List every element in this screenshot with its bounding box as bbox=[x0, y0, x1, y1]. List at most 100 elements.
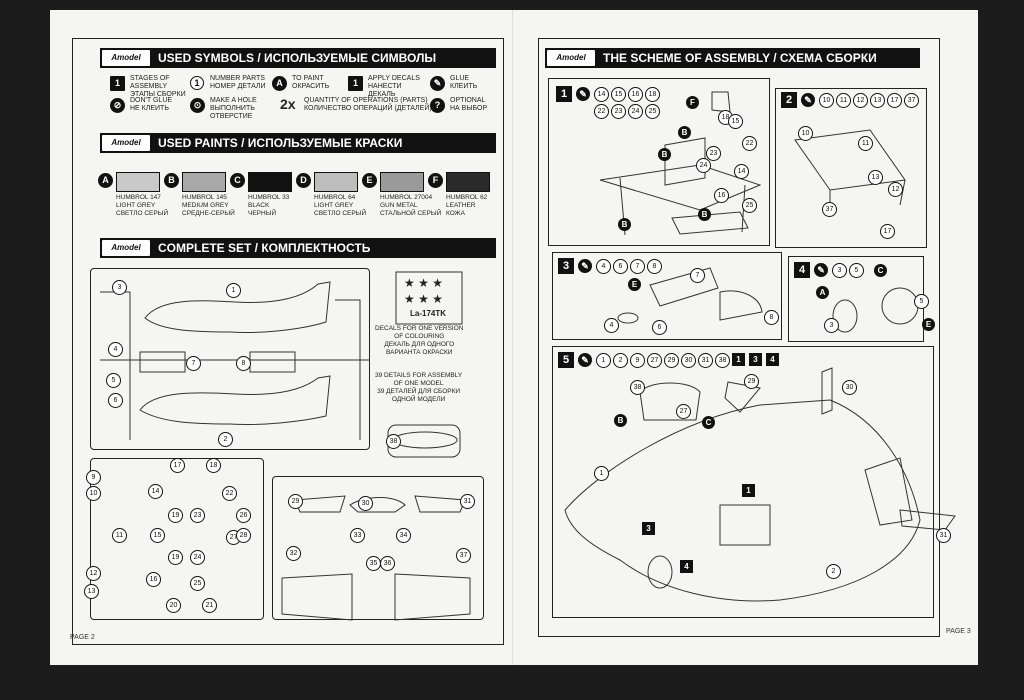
step1-floor bbox=[671, 211, 749, 235]
canopy-38 bbox=[639, 382, 701, 421]
step2-frame bbox=[794, 129, 906, 215]
step-4-callout-C: C bbox=[874, 264, 887, 277]
step-3-callout-8: 8 bbox=[764, 310, 779, 325]
part-number-24: 24 bbox=[190, 550, 205, 565]
step-5-part-2: 2 bbox=[613, 353, 628, 368]
step-5-part-27: 27 bbox=[647, 353, 662, 368]
paint-letter-D: D bbox=[296, 173, 311, 188]
part-number-5: 5 bbox=[106, 373, 121, 388]
part-number-15: 15 bbox=[150, 528, 165, 543]
step-2-callout-17: 17 bbox=[880, 224, 895, 239]
step-2-number: 2 bbox=[781, 92, 797, 108]
step-1-callout-25: 25 bbox=[742, 198, 757, 213]
step-1-callout-14: 14 bbox=[734, 164, 749, 179]
wing-top-right bbox=[394, 573, 471, 621]
step-1-callout-22: 22 bbox=[742, 136, 757, 151]
part-number-1: 1 bbox=[226, 283, 241, 298]
step-1-part-22: 22 bbox=[594, 104, 609, 119]
step-4-callout-A: A bbox=[816, 286, 829, 299]
part-number-31: 31 bbox=[460, 494, 475, 509]
paint-swatch-B bbox=[182, 172, 226, 192]
step-2-box bbox=[775, 88, 927, 248]
part-number-32: 32 bbox=[286, 546, 301, 561]
step-1-callout-B: B bbox=[698, 208, 711, 221]
part-number-9: 9 bbox=[86, 470, 101, 485]
step-1-part-24: 24 bbox=[628, 104, 643, 119]
part-number-6: 6 bbox=[108, 393, 123, 408]
tail-31 bbox=[414, 495, 466, 513]
part-number-34: 34 bbox=[396, 528, 411, 543]
part-number-2: 2 bbox=[218, 432, 233, 447]
step-1-part-25: 25 bbox=[645, 104, 660, 119]
part-number-3: 3 bbox=[112, 280, 127, 295]
step-5-subassembly-1: 1 bbox=[732, 353, 745, 366]
part-number-18: 18 bbox=[206, 458, 221, 473]
step-1-callout-15: 15 bbox=[728, 114, 743, 129]
part-number-28: 28 bbox=[236, 528, 251, 543]
step-3-callout-6: 6 bbox=[652, 320, 667, 335]
step-3-callout-E: E bbox=[628, 278, 641, 291]
step1-bulkhead bbox=[664, 137, 706, 186]
paint-letter-F: F bbox=[428, 173, 443, 188]
step-1-callout-23: 23 bbox=[706, 146, 721, 161]
symbol-icon-2: 1 bbox=[190, 76, 204, 90]
step-5-callout-2: 2 bbox=[826, 564, 841, 579]
step-2-callout-12: 12 bbox=[888, 182, 903, 197]
step-1-box bbox=[548, 78, 770, 246]
step-5-callout-1: 1 bbox=[742, 484, 755, 497]
center-fold bbox=[512, 10, 514, 665]
assembly-title: THE SCHEME OF ASSEMBLY / СХЕМА СБОРКИ bbox=[603, 51, 877, 65]
wing-top-left bbox=[281, 573, 353, 621]
complete-set-title: COMPLETE SET / КОМПЛЕКТНОСТЬ bbox=[158, 241, 371, 255]
step-5-callout-29: 29 bbox=[744, 374, 759, 389]
step-5-callout-B: B bbox=[614, 414, 627, 427]
step-5-part-29: 29 bbox=[664, 353, 679, 368]
step-5-subassembly-4: 4 bbox=[766, 353, 779, 366]
symbol-icon-6: ⊘ bbox=[110, 98, 125, 113]
step3-cowl bbox=[719, 290, 763, 321]
step-5-callout-27: 27 bbox=[676, 404, 691, 419]
paint-swatch-F bbox=[446, 172, 490, 192]
step-5-number: 5 bbox=[558, 352, 574, 368]
part-number-8: 8 bbox=[236, 356, 251, 371]
paint-letter-C: C bbox=[230, 173, 245, 188]
step-5-callout-4: 4 bbox=[680, 560, 693, 573]
used-paints-title: USED PAINTS / ИСПОЛЬЗУЕМЫЕ КРАСКИ bbox=[158, 136, 403, 150]
step-1-number: 1 bbox=[556, 86, 572, 102]
step-3-part-8: 8 bbox=[647, 259, 662, 274]
step-4-number: 4 bbox=[794, 262, 810, 278]
part-number-16: 16 bbox=[146, 572, 161, 587]
fuselage-half-2 bbox=[139, 375, 331, 426]
step4-spinner bbox=[832, 299, 858, 333]
part-number-12: 12 bbox=[86, 566, 101, 581]
paint-swatch-E bbox=[380, 172, 424, 192]
part-30-fin bbox=[821, 367, 833, 415]
part-number-25: 25 bbox=[190, 576, 205, 591]
step-2-callout-13: 13 bbox=[868, 170, 883, 185]
step-2-part-12: 12 bbox=[853, 93, 868, 108]
symbol-icon-1: 1 bbox=[110, 76, 125, 91]
step-1-callout-B: B bbox=[658, 148, 671, 161]
step-1-callout-B: B bbox=[618, 218, 631, 231]
step3-tube bbox=[617, 312, 639, 324]
step-5-callout-1: 1 bbox=[594, 466, 609, 481]
decal-stars: ★ ★ ★ bbox=[404, 276, 443, 290]
step-2-part-37: 37 bbox=[904, 93, 919, 108]
step-1-callout-16: 16 bbox=[714, 188, 729, 203]
paint-letter-A: A bbox=[98, 173, 113, 188]
part-number-38: 38 bbox=[386, 434, 401, 449]
